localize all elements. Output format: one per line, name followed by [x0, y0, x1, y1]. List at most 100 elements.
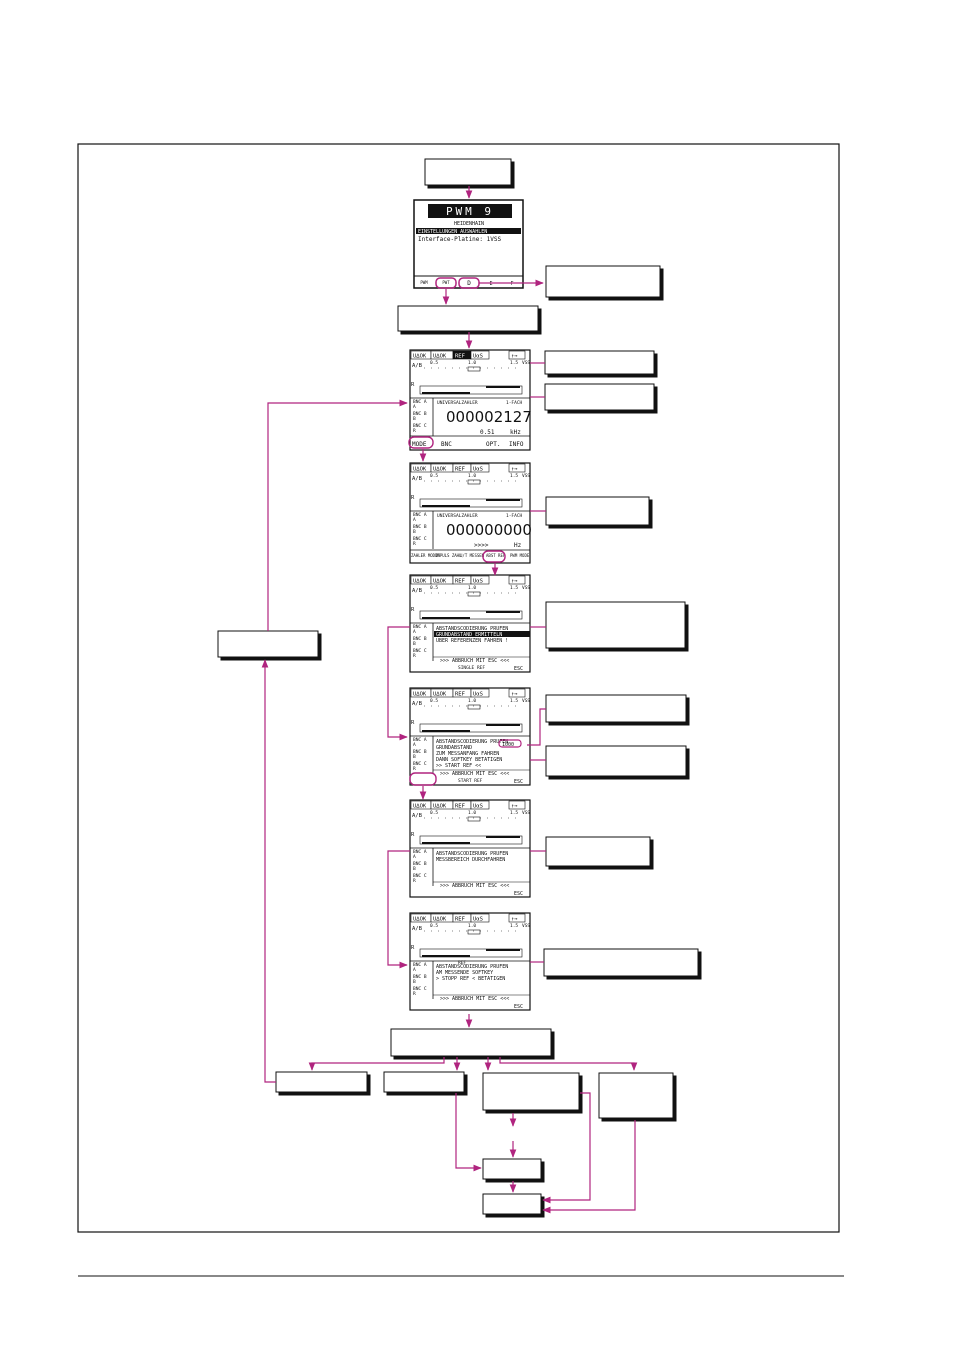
- screen-s3-r-bar: [419, 498, 523, 508]
- screen-s3-bnc-2: BNC B: [413, 524, 427, 530]
- screen-s3-scale-marker: [467, 479, 481, 485]
- screen-s6-tab-label-2[interactable]: REF: [455, 804, 465, 810]
- splash-menu-line: EINSTELLUNGEN AUSWAHLEN: [418, 229, 487, 235]
- screen-s2-scale-marker: [467, 366, 481, 372]
- box-mode-select: [397, 305, 542, 335]
- s4-softkey[interactable]: SINGLE REF: [458, 665, 485, 671]
- splash-softkey-1[interactable]: PWM: [420, 280, 428, 285]
- screen-s4-tab-label-2[interactable]: REF: [455, 579, 465, 585]
- s3-counter-mode: 1-FACH: [506, 513, 523, 519]
- s4-esc[interactable]: ESC: [514, 666, 523, 672]
- screen-s3-tick-0: 0.5: [430, 473, 438, 479]
- screen-s6-tick-2: 1.5: [510, 810, 518, 816]
- screen-s4-tab-label-1[interactable]: U∆OK: [433, 579, 447, 585]
- screen-s2-bnc-1: A: [413, 404, 416, 410]
- screen-s6-tab-label-1[interactable]: U∆OK: [433, 804, 447, 810]
- s2-freq-unit: kHz: [510, 429, 521, 436]
- splash-softkey-2[interactable]: PWT: [442, 280, 450, 285]
- screen-splash: PWM 9 HEIDENHAIN EINSTELLUNGEN AUSWAHLEN…: [413, 199, 524, 289]
- screen-s3-tick-2: 1.5: [510, 473, 518, 479]
- screen-s2-tab-label-1[interactable]: U∆OK: [433, 354, 447, 360]
- s6-footer: >>> ABBRUCH MIT ESC <<<: [440, 883, 509, 889]
- screen-s7-r-fill-left: [422, 955, 470, 957]
- screen-s5-tab-label-4[interactable]: ↑→: [511, 692, 518, 698]
- s2-freq: 0.51: [480, 429, 495, 436]
- s3-softkey-1[interactable]: IMPULS ZAHL: [435, 553, 462, 558]
- screen-s7-tab-label-4[interactable]: ↑→: [511, 917, 518, 923]
- screen-s6-scale-marker: [467, 816, 481, 822]
- screen-s6-tab-label-4[interactable]: ↑→: [511, 804, 518, 810]
- screen-s3-tab-label-2[interactable]: REF: [455, 467, 465, 473]
- screen-s7-scale-marker: [467, 929, 481, 935]
- screen-s6-tab-label-3[interactable]: UαS: [473, 804, 483, 810]
- screen-s7-tab-label-3[interactable]: UαS: [473, 917, 483, 923]
- screen-s5-tab-label-3[interactable]: UαS: [473, 692, 483, 698]
- s5-softkey[interactable]: START REF: [458, 778, 483, 784]
- s3-softkey-4[interactable]: PWM MODE: [510, 553, 530, 558]
- screen-s3-tab-3: [470, 463, 490, 473]
- screen-s6-r-label: R: [411, 832, 415, 838]
- screen-s6-scale-label: A/B: [412, 813, 423, 819]
- screen-s6-tab-label-0[interactable]: U∆OK: [413, 804, 427, 810]
- box-start-ref-note: [545, 745, 690, 780]
- s3-softkey-0[interactable]: ZAHLER MODUS: [411, 553, 440, 558]
- screen-s7-tab-label-2[interactable]: REF: [455, 917, 465, 923]
- screen-s7-bnc-1: A: [413, 967, 416, 973]
- screen-s4-tab-label-0[interactable]: U∆OK: [413, 579, 427, 585]
- box-messbereich-note: [545, 836, 654, 870]
- screen-s5-frame: [409, 687, 531, 786]
- screen-s3-bnc-4: BNC C: [413, 536, 427, 542]
- s2-softkey-0[interactable]: MODE: [412, 441, 427, 448]
- screen-s2-tick-1: 1.0: [468, 360, 476, 366]
- splash-softkey-5[interactable]: F: [510, 281, 513, 287]
- screen-s5-bnc-4: BNC C: [413, 761, 427, 767]
- screen-s5-tab-label-1[interactable]: U∆OK: [433, 692, 447, 698]
- box-mid: [482, 1158, 545, 1183]
- screen-s3-bnc-5: R: [413, 541, 416, 547]
- screen-s4-r-fill-right: [486, 611, 520, 613]
- s7-esc[interactable]: ESC: [514, 1004, 523, 1010]
- s2-softkey-2[interactable]: OPT.: [486, 441, 500, 448]
- s4-line-1: GRUNDABSTAND ERMITTELN: [436, 632, 502, 638]
- screen-s2-tab-4: [508, 350, 526, 360]
- screen-s5-tab-label-0[interactable]: U∆OK: [413, 692, 427, 698]
- screen-s3-tab-label-1[interactable]: U∆OK: [433, 467, 447, 473]
- screen-s7-tab-label-0[interactable]: U∆OK: [413, 917, 427, 923]
- s2-softkey-1[interactable]: BNC: [441, 441, 452, 448]
- splash-softkey-4[interactable]: E: [489, 281, 492, 287]
- screen-s2-tab-label-2[interactable]: REF: [455, 354, 465, 360]
- screen-s2-tick-2: 1.5: [510, 360, 518, 366]
- screen-s2-tab-label-4[interactable]: ↑→: [511, 354, 518, 360]
- screen-s2-tab-label-3[interactable]: UαS: [473, 354, 483, 360]
- screen-s4-tick-1: 1.0: [468, 585, 476, 591]
- s5-value-highlight: [498, 739, 522, 748]
- screen-s7-scale-label: A/B: [412, 926, 423, 932]
- screen-s7-tab-label-1[interactable]: U∆OK: [433, 917, 447, 923]
- screen-s4-tab-label-4[interactable]: ↑→: [511, 579, 518, 585]
- screen-s6-bnc-4: BNC C: [413, 873, 427, 879]
- screen-s2-tab-label-0[interactable]: U∆OK: [413, 354, 427, 360]
- screen-s3-tab-label-4[interactable]: ↑→: [511, 467, 518, 473]
- box-result-4: [598, 1072, 677, 1122]
- screen-s5-tab-label-2[interactable]: REF: [455, 692, 465, 698]
- screen-s5-r-fill-right: [486, 724, 520, 726]
- s5-esc[interactable]: ESC: [514, 779, 523, 785]
- screen-s3-tab-label-3[interactable]: UαS: [473, 467, 483, 473]
- s6-esc[interactable]: ESC: [514, 891, 523, 897]
- screen-s6-bnc-2: BNC B: [413, 861, 427, 867]
- s2-softkey-3[interactable]: INFO: [509, 441, 524, 448]
- s3-softkey-2[interactable]: U/T MESSEN: [460, 553, 485, 558]
- splash-brand: HEIDENHAIN: [454, 221, 484, 227]
- screen-s6-bnc-0: BNC A: [413, 849, 427, 855]
- s7-line-0: ABSTANDSCODIERUNG PRUFEN: [436, 964, 508, 970]
- splash-softkey-3[interactable]: D: [467, 280, 471, 287]
- screen-s3-tab-label-0[interactable]: U∆OK: [413, 467, 427, 473]
- screen-s4-tab-label-3[interactable]: UαS: [473, 579, 483, 585]
- s3-softkey-3[interactable]: ABST REF: [486, 553, 506, 558]
- screen-s4-bnc-5: R: [413, 653, 416, 659]
- screen-s7-r-label: R: [411, 945, 415, 951]
